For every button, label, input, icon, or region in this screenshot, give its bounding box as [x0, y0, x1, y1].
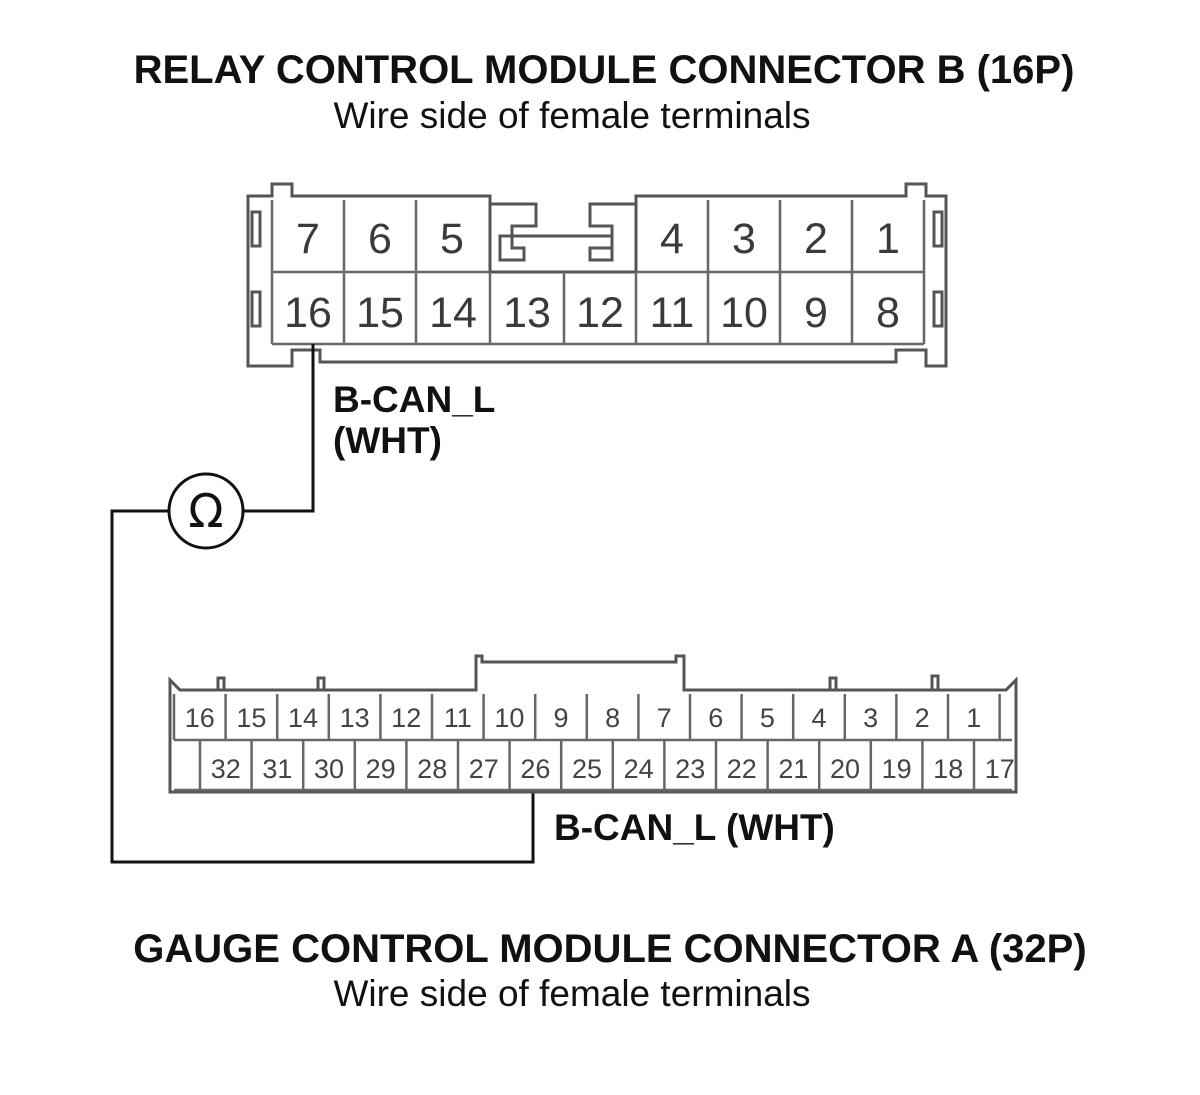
connector-b-terminal: 4 — [660, 215, 684, 263]
probe-wire-a — [110, 509, 535, 864]
connector-a-terminal: 22 — [727, 754, 757, 784]
connector-a-terminal: 29 — [366, 754, 396, 784]
connector-a-bottom-row: 32 31 30 29 28 27 26 25 24 23 22 21 20 19 18 17 — [198, 740, 1015, 790]
connector-a-terminal: 8 — [605, 703, 620, 733]
connector-b-terminal: 1 — [876, 215, 900, 263]
connector-b-terminal: 14 — [429, 289, 477, 337]
connector-b-housing — [246, 182, 948, 368]
connector-a-wire-label: B-CAN_L (WHT) — [554, 807, 835, 848]
connector-b-terminal: 11 — [650, 289, 695, 337]
connector-a-terminal: 11 — [444, 703, 472, 733]
connector-b-wire-color: (WHT) — [333, 420, 442, 461]
connector-a-top-row: 16 15 14 13 12 11 10 9 8 7 6 5 4 3 2 1 — [172, 694, 1001, 740]
connector-b-terminal: 7 — [296, 215, 320, 263]
connector-a-terminal: 12 — [391, 703, 421, 733]
connector-a-terminal: 2 — [915, 703, 930, 733]
connector-a-terminal: 23 — [675, 754, 705, 784]
connector-a-terminal: 9 — [553, 703, 568, 733]
connector-b-terminal: 2 — [804, 215, 828, 263]
connector-a-terminal: 17 — [985, 754, 1015, 784]
connector-a-terminal: 15 — [236, 703, 266, 733]
connector-a-terminal: 1 — [966, 703, 981, 733]
connector-b-terminal: 15 — [356, 289, 404, 337]
connector-a-terminal: 5 — [760, 703, 775, 733]
connector-a-terminal: 25 — [572, 754, 602, 784]
ohm-symbol: Ω — [188, 484, 223, 538]
connector-b-terminal: 16 — [284, 289, 332, 337]
connector-a-terminal: 28 — [417, 754, 447, 784]
connector-a-terminal: 24 — [624, 754, 654, 784]
connector-b-terminal: 8 — [876, 289, 900, 337]
connector-b-subtitle: Wire side of female terminals — [333, 95, 810, 136]
connector-b-terminal: 13 — [503, 289, 551, 337]
connector-a-terminal: 32 — [211, 754, 241, 784]
connector-a-terminal: 18 — [933, 754, 963, 784]
connector-b-title: RELAY CONTROL MODULE CONNECTOR B (16P) — [134, 48, 1075, 92]
connector-b-terminal: 5 — [440, 215, 464, 263]
connector-b-terminal: 12 — [576, 289, 624, 337]
connector-a-housing — [168, 654, 1018, 794]
ohmmeter-icon: Ω — [167, 472, 245, 550]
connector-a-terminal: 21 — [778, 754, 808, 784]
connector-b-terminal: 3 — [732, 215, 756, 263]
connector-a-terminal: 16 — [185, 703, 215, 733]
connector-a-terminal: 30 — [314, 754, 344, 784]
connector-a-terminal: 14 — [288, 703, 318, 733]
connector-a-terminal: 3 — [863, 703, 878, 733]
connector-a-terminal: 31 — [262, 754, 292, 784]
connector-b-terminal: 9 — [804, 289, 828, 337]
connector-a-terminal: 20 — [830, 754, 860, 784]
connector-a-terminal: 26 — [520, 754, 550, 784]
connector-a-terminal: 27 — [469, 754, 499, 784]
connector-b-terminal: 10 — [720, 289, 768, 337]
connector-a-terminal: 10 — [494, 703, 524, 733]
probe-wire-b — [244, 344, 315, 513]
connector-a-terminal: 7 — [657, 703, 672, 733]
connector-a-subtitle: Wire side of female terminals — [333, 973, 810, 1014]
connector-a-terminal: 4 — [811, 703, 826, 733]
connector-b-terminal: 6 — [368, 215, 392, 263]
connector-a-terminal: 19 — [882, 754, 912, 784]
connector-a-terminal: 6 — [708, 703, 723, 733]
connector-a-title: GAUGE CONTROL MODULE CONNECTOR A (32P) — [133, 927, 1086, 971]
connector-b-wire-label: B-CAN_L — [333, 379, 495, 420]
connector-a-terminal: 13 — [340, 703, 370, 733]
